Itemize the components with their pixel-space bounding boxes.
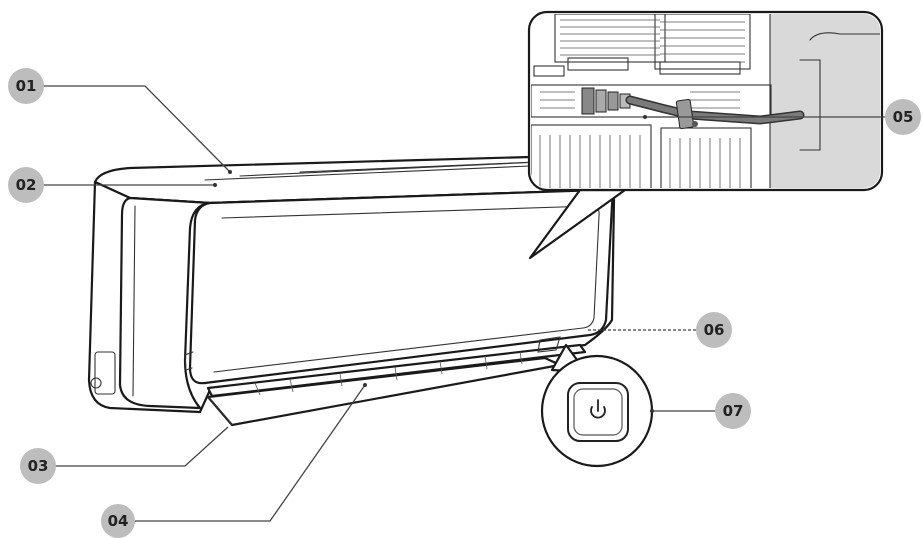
svg-text:05: 05 — [893, 108, 914, 126]
indoor-unit — [87, 155, 616, 427]
callout-04: 04 — [101, 504, 135, 538]
svg-text:02: 02 — [16, 176, 37, 194]
power-icon — [590, 399, 606, 419]
svg-text:04: 04 — [108, 512, 129, 530]
svg-text:07: 07 — [723, 402, 744, 420]
display-window — [537, 336, 561, 353]
leader-lines — [43, 85, 887, 522]
callout-07: 07 — [715, 393, 751, 429]
side-panel — [118, 196, 212, 410]
svg-text:03: 03 — [28, 457, 49, 475]
pipe-connector — [581, 87, 631, 115]
power-button[interactable] — [567, 382, 629, 442]
svg-text:01: 01 — [16, 77, 37, 95]
side-port — [94, 351, 116, 395]
callout-03: 03 — [20, 448, 56, 484]
top-grille — [204, 160, 561, 181]
callout-06: 06 — [696, 312, 732, 348]
callout-05: 05 — [885, 99, 921, 135]
svg-text:06: 06 — [704, 321, 725, 339]
vertical-vanes — [206, 343, 587, 398]
callout-02: 02 — [8, 167, 44, 203]
pipe-detail-inset — [527, 10, 884, 260]
power-button-inset — [540, 343, 654, 468]
callout-01: 01 — [8, 68, 44, 104]
